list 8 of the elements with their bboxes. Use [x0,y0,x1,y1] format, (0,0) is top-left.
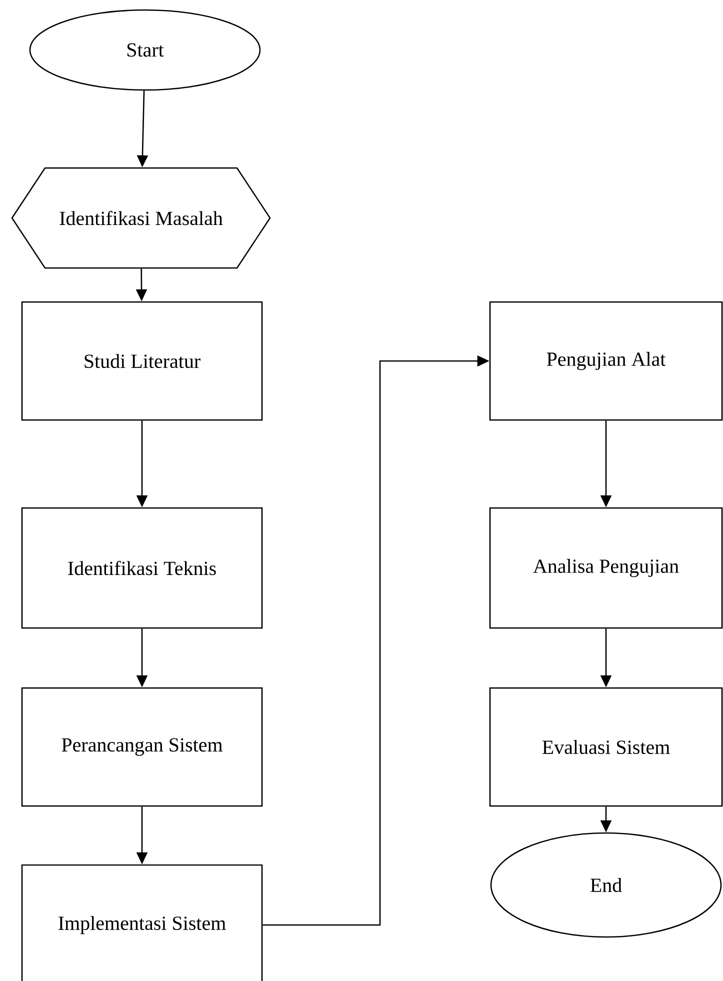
process-box: Identifikasi Teknis [21,507,263,629]
process-box: Perancangan Sistem [21,687,263,807]
process-box: Studi Literatur [21,301,263,421]
process-box: Evaluasi Sistem [489,687,723,807]
process-box: Implementasi Sistem [21,864,263,981]
preparation-hexagon: Identifikasi Masalah [11,167,271,269]
process-box: Pengujian Alat [489,301,723,421]
process-box: Analisa Pengujian [489,507,723,629]
